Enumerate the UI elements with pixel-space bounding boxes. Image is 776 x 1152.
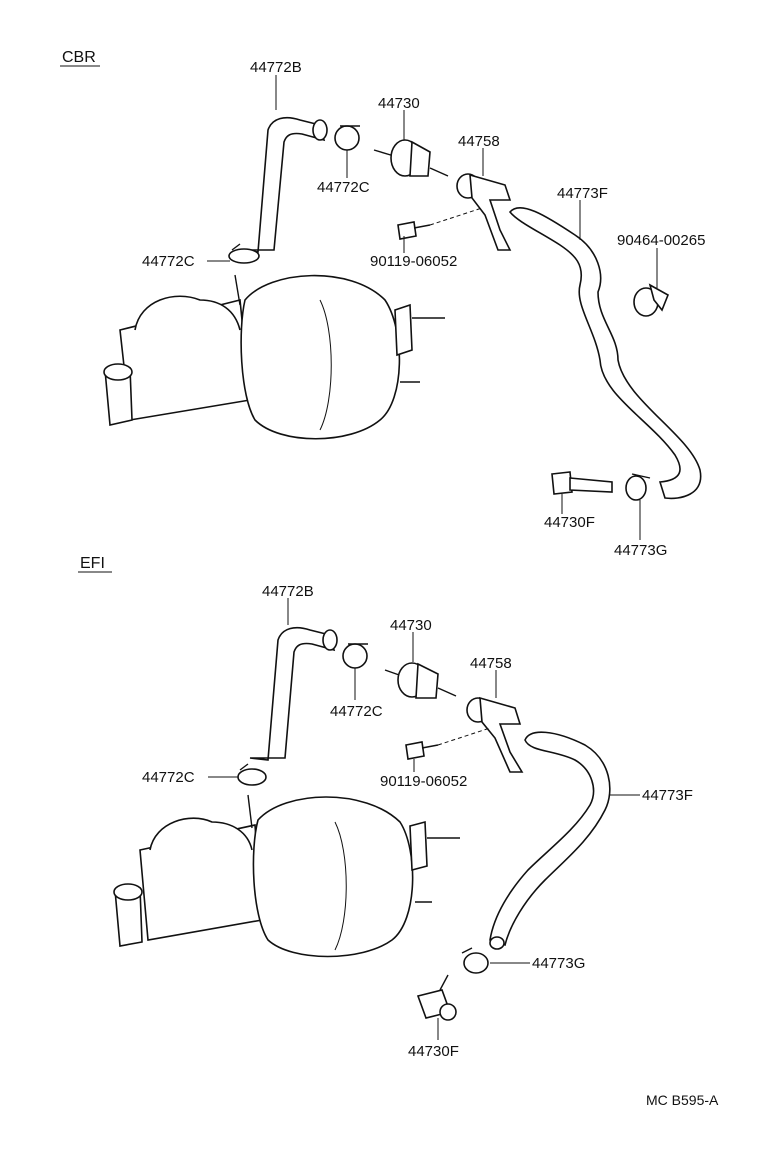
brake-booster-bottom xyxy=(113,794,460,958)
label-44772b-bottom: 44772B xyxy=(262,583,314,600)
label-90119-top: 90119-06052 xyxy=(370,253,457,270)
clamp-44772c-left-top xyxy=(228,243,260,264)
hose-44773f-bottom xyxy=(489,731,611,947)
hose-end-bottom xyxy=(322,629,338,651)
label-44772c-left-bottom: 44772C xyxy=(142,769,195,786)
section-title-efi: EFI xyxy=(80,555,105,572)
leaders-top xyxy=(207,75,658,540)
clamp-44772c-right-top xyxy=(334,125,360,151)
label-90119-bottom: 90119-06052 xyxy=(380,773,467,790)
label-44730-bottom: 44730 xyxy=(390,617,432,634)
clamp-44773g-top xyxy=(625,473,651,501)
valve-44730-top xyxy=(373,139,449,177)
label-44772b-top: 44772B xyxy=(250,59,302,76)
clamp-44772c-right-bottom xyxy=(342,643,368,669)
bolt-90119-top xyxy=(397,207,483,240)
leaders-bottom xyxy=(208,598,640,1040)
label-44773f-top: 44773F xyxy=(557,185,608,202)
hose-end-bottom-f xyxy=(489,936,505,950)
clamp-44773g-bottom xyxy=(461,947,489,974)
union-44730f-bottom xyxy=(416,974,457,1021)
section-efi: EFI xyxy=(78,555,693,1060)
union-44730f-top xyxy=(551,471,613,495)
hose-44772b-bottom xyxy=(249,626,336,761)
label-44773g-top: 44773G xyxy=(614,542,667,559)
section-title-cbr: CBR xyxy=(62,49,96,66)
label-44772c-right-bottom: 44772C xyxy=(330,703,383,720)
label-44773g-bottom: 44773G xyxy=(532,955,585,972)
label-44730f-bottom: 44730F xyxy=(408,1043,459,1060)
brake-booster-top xyxy=(103,274,445,440)
label-44773f-bottom: 44773F xyxy=(642,787,693,804)
label-90464: 90464-00265 xyxy=(617,232,705,249)
bracket-44758-bottom xyxy=(466,696,524,773)
clip-90464 xyxy=(633,283,670,317)
bracket-44758-top xyxy=(456,173,512,251)
reference-code: MC B595-A xyxy=(646,1092,719,1108)
bolt-90119-bottom xyxy=(405,727,491,760)
section-cbr: CBR xyxy=(60,49,705,559)
hose-44772b-top xyxy=(239,116,326,253)
label-44772c-left-top: 44772C xyxy=(142,253,195,270)
valve-44730-bottom xyxy=(384,662,457,699)
clamp-44772c-left-bottom xyxy=(237,763,267,786)
hose-end-top xyxy=(312,119,328,141)
label-44730f-top: 44730F xyxy=(544,514,595,531)
label-44758-bottom: 44758 xyxy=(470,655,512,672)
label-44772c-right-top: 44772C xyxy=(317,179,370,196)
label-44758-top: 44758 xyxy=(458,133,500,150)
label-44730-top: 44730 xyxy=(378,95,420,112)
hose-44773f-top xyxy=(508,206,702,500)
